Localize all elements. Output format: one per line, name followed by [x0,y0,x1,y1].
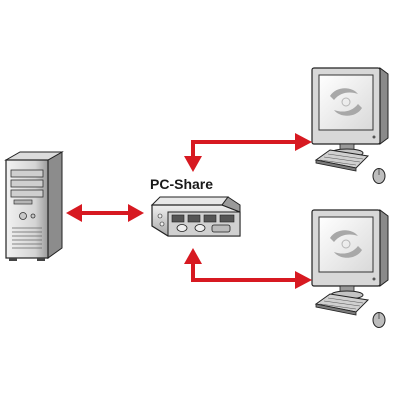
kvm-switch-icon [150,196,241,237]
arrow-head-up-icon [184,248,202,264]
keyboard-icon [314,149,370,172]
link-hub-workstation-2 [184,248,312,289]
arrow-head-right-icon [295,133,312,151]
workstation-icon-2 [311,209,389,328]
hub-label: PC-Share [150,176,214,192]
arrow-head-down-icon [184,156,202,172]
link-computer-hub [66,204,144,222]
arrow-head-right-icon [295,271,312,289]
monitor-icon [311,209,389,300]
arrow-head-right-icon [128,204,144,222]
monitor-icon [311,67,389,158]
mouse-icon [372,312,386,328]
arrow-head-left-icon [66,204,82,222]
keyboard-icon [314,293,370,316]
workstation-icon-1 [311,67,389,184]
tower-pc-icon [4,151,64,261]
mouse-icon [372,168,386,184]
link-hub-workstation-1 [184,133,312,172]
